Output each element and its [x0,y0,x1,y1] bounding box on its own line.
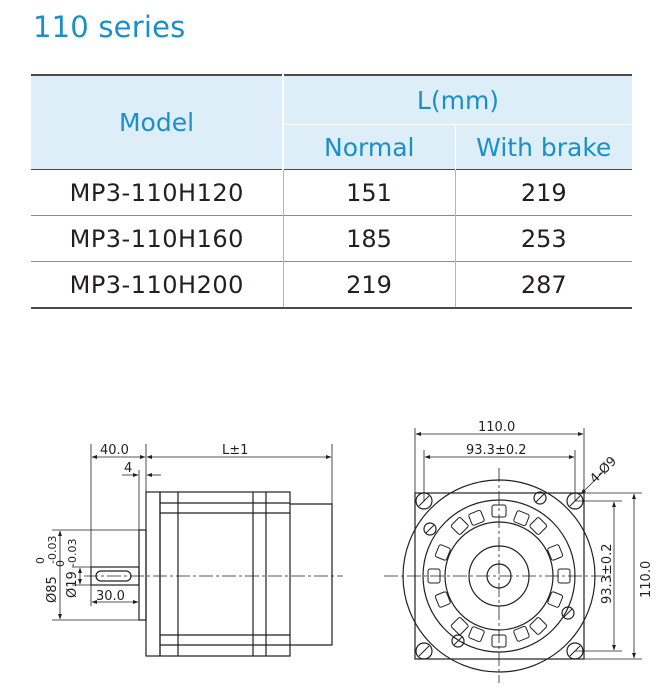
step-dimension-label: 4 [124,461,132,476]
rib-ring [427,504,571,648]
brake-length-cell: 253 [455,215,632,262]
hole-pitch-horizontal-label: 93.3±0.2 [466,443,527,458]
model-cell: MP3-110H160 [31,215,284,262]
front-view-drawing [384,428,642,683]
side-view-drawing [52,444,343,657]
page-title: 110 series [33,10,186,44]
pilot-tolerance-lower: -0.03 [46,536,59,564]
bolt-hole [415,642,433,660]
pilot-diameter-label: Ø85 [45,576,60,603]
mounting-holes-label: 4-Ø9 [587,454,620,487]
normal-length-cell: 185 [283,215,456,262]
technical-drawings: 40.0 L±1 4 30.0 Ø85 0 -0.03 Ø19 0 -0.03 [34,420,654,683]
width-dimension-label: 110.0 [478,420,515,435]
model-column-header: Model [31,75,284,170]
brake-length-cell: 219 [455,169,632,216]
model-cell: MP3-110H200 [31,261,284,309]
rear-cover [290,503,333,646]
shaft-tolerance-upper: 0 [54,560,67,567]
brake-column-header: With brake [455,124,632,170]
shaft-keyway [95,570,132,582]
normal-length-cell: 151 [283,169,456,216]
key-length-label: 30.0 [96,589,125,604]
shaft-tolerance-lower: -0.03 [66,539,79,567]
normal-column-header: Normal [283,124,456,170]
height-dimension-label: 110.0 [639,561,654,598]
dimension-table: Model L(mm) Normal With brake MP3-110H12… [31,74,632,309]
brake-length-cell: 287 [455,261,632,309]
length-dimension-label: L±1 [222,443,248,458]
normal-length-cell: 219 [283,261,456,309]
shaft-diameter-label: Ø19 [65,571,80,598]
table-row: MP3-110H120 151 219 [31,169,632,216]
length-column-header: L(mm) [283,75,632,125]
pilot-boss [138,529,147,621]
motor-body [159,491,291,657]
hole-pitch-vertical-label: 93.3±0.2 [600,543,615,604]
flange-dimension-label: 40.0 [100,443,129,458]
motor-flange [145,491,161,657]
pilot-tolerance-upper: 0 [34,557,47,564]
model-cell: MP3-110H120 [31,169,284,216]
table-row: MP3-110H200 219 287 [31,261,632,309]
table-row: MP3-110H160 185 253 [31,215,632,262]
